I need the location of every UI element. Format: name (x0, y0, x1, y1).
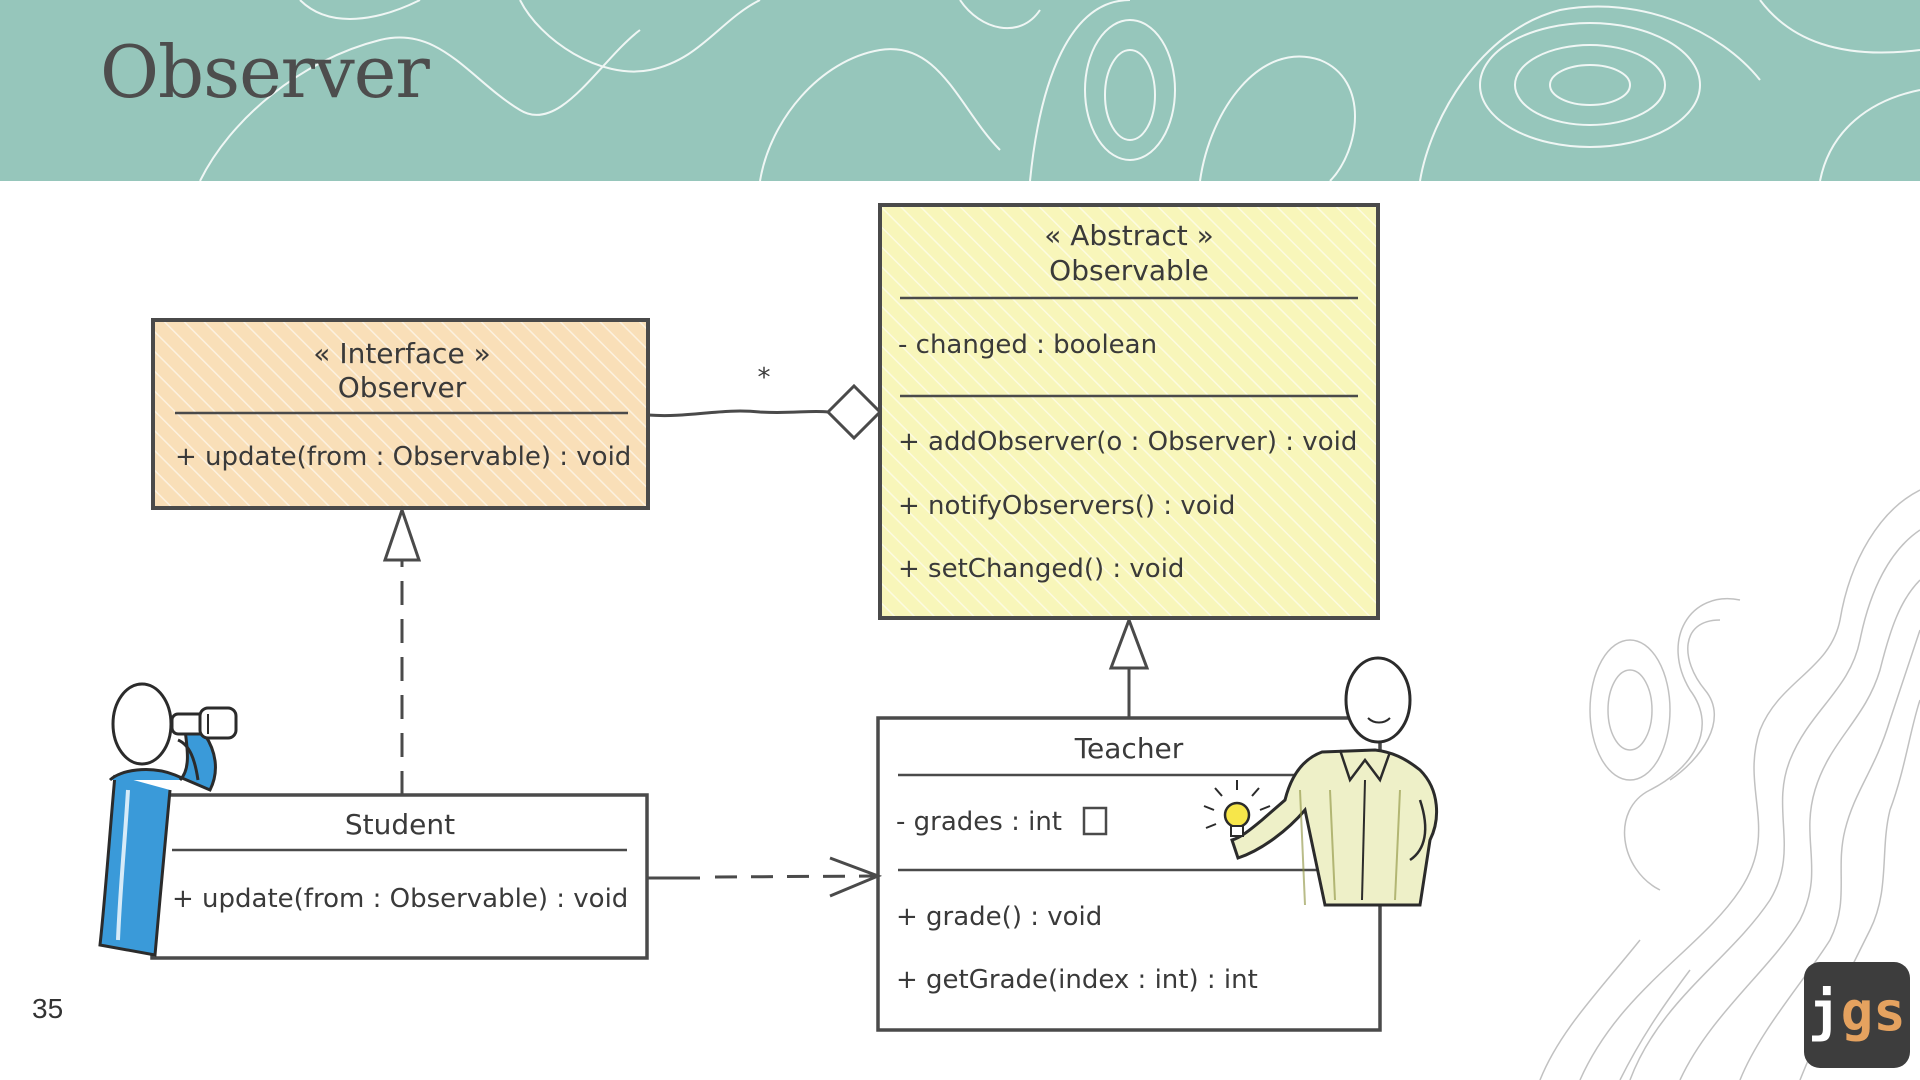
aggregation-association: * (647, 363, 883, 441)
student-class-name: Student (345, 808, 455, 841)
page-number: 35 (32, 993, 64, 1024)
observer-method: + update(from : Observable) : void (175, 442, 631, 472)
binoculars-icon (170, 706, 238, 740)
student-class-box: Student + update(from : Observable) : vo… (150, 793, 649, 960)
logo-part-1: j (1808, 980, 1841, 1043)
aggregation-diamond (825, 383, 883, 441)
student-figure (98, 682, 238, 957)
student-head (111, 682, 173, 766)
slide-title: Observer (100, 30, 430, 114)
teacher-attribute-grades: - grades : int (896, 807, 1062, 837)
teacher-figure (1203, 656, 1439, 907)
observable-attribute: - changed : boolean (898, 330, 1157, 360)
observable-method-add: + addObserver(o : Observer) : void (898, 427, 1357, 457)
header-band: Observer (0, 0, 1920, 181)
teacher-head (1344, 656, 1412, 744)
observer-stereotype: « Interface » (313, 337, 490, 370)
teacher-method-getgrade: + getGrade(index : int) : int (896, 965, 1258, 995)
topographic-pattern (199, 0, 1920, 181)
observable-method-setchanged: + setChanged() : void (898, 554, 1184, 584)
observable-stereotype: « Abstract » (1044, 219, 1214, 252)
observable-class-name: Observable (1049, 254, 1209, 287)
dependency-arrow (647, 856, 883, 898)
observable-method-notify: + notifyObservers() : void (898, 491, 1235, 521)
realization-arrow (382, 505, 422, 795)
observable-abstract-box: « Abstract » Observable - changed : bool… (878, 203, 1380, 620)
association-multiplicity: * (758, 363, 771, 393)
student-method: + update(from : Observable) : void (172, 884, 628, 914)
jgs-logo: jgs (1804, 962, 1910, 1068)
teacher-class-box: Teacher - grades : int + grade() : void … (876, 716, 1382, 1032)
teacher-class-name: Teacher (1074, 732, 1184, 765)
corner-topographic-pattern (1539, 489, 1920, 1080)
array-icon (1082, 806, 1108, 836)
lightbulb-icon (1203, 780, 1271, 837)
observer-class-name: Observer (338, 371, 467, 404)
teacher-method-grade: + grade() : void (896, 902, 1102, 932)
generalization-arrow (1108, 615, 1150, 718)
logo-part-2: gs (1840, 980, 1906, 1043)
observer-interface-box: « Interface » Observer + update(from : O… (151, 318, 650, 510)
